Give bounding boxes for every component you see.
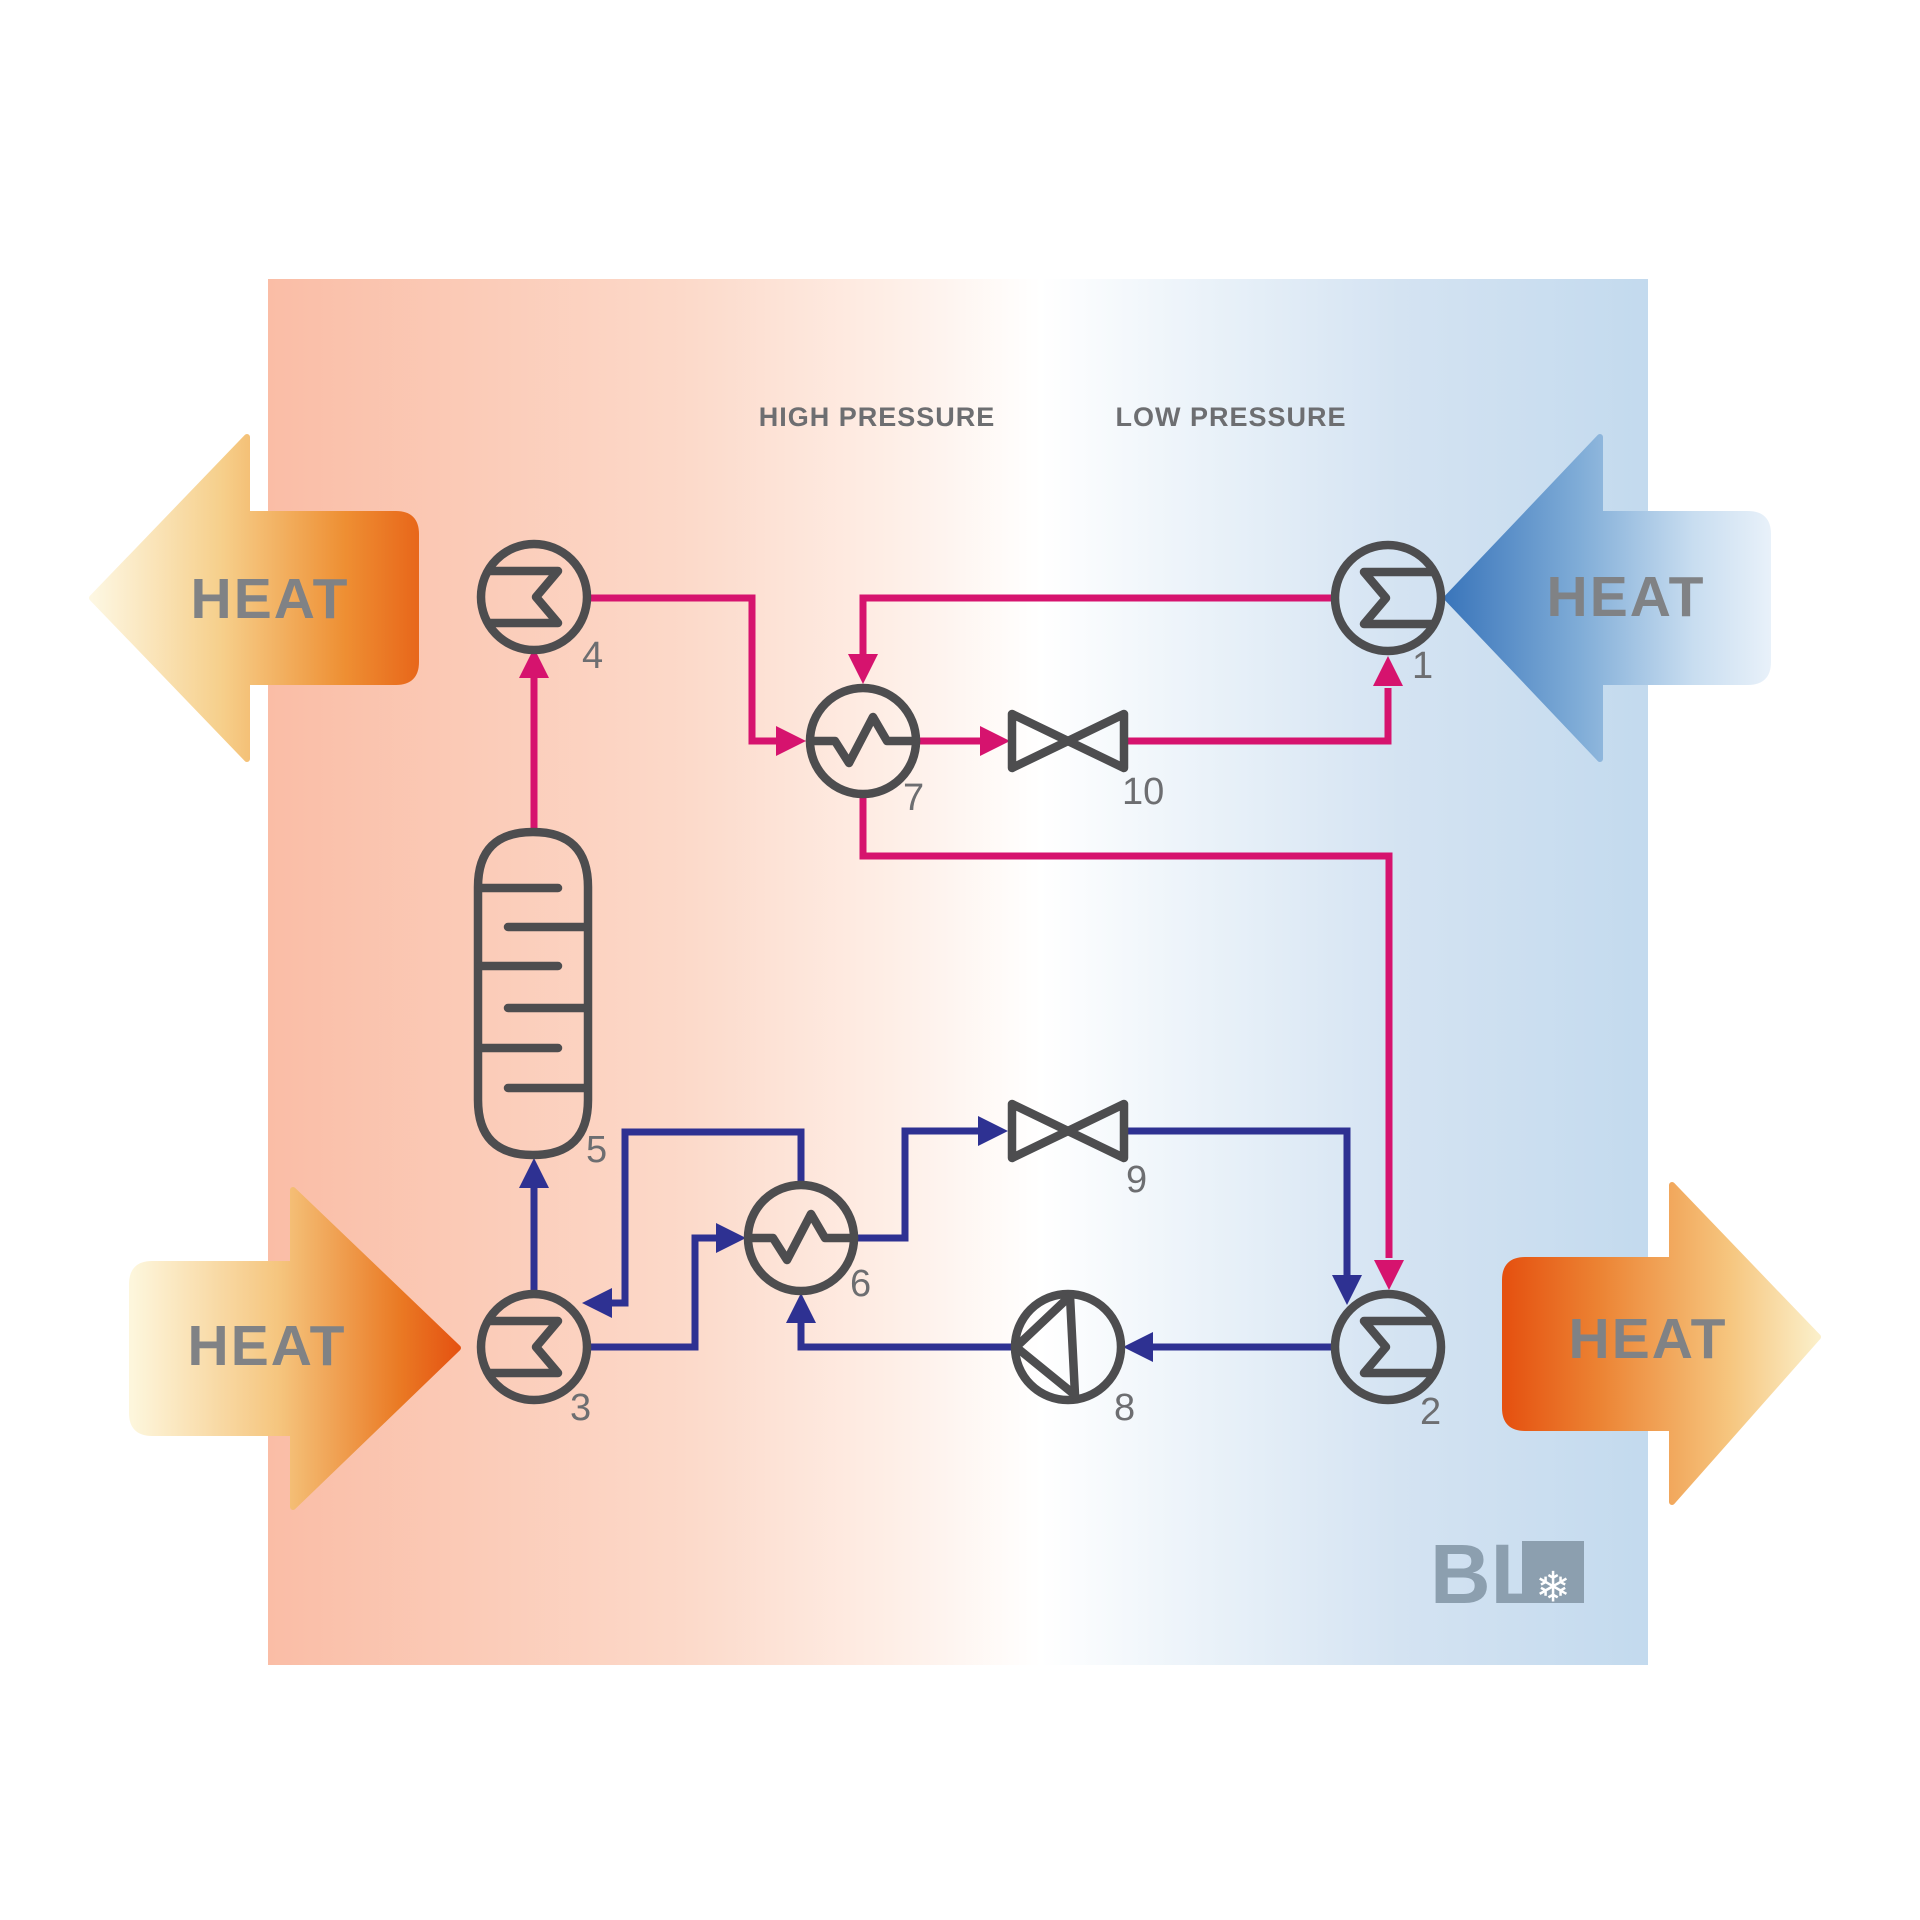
component-number: 8 bbox=[1114, 1387, 1135, 1429]
right-arrow-icon bbox=[129, 1187, 461, 1510]
component-number: 1 bbox=[1412, 645, 1433, 687]
flag-notch-right-circle-icon bbox=[476, 1289, 592, 1405]
right-arrow-icon bbox=[1502, 1182, 1821, 1505]
low-pressure-lines bbox=[519, 1116, 1362, 1362]
tray-column-icon bbox=[473, 827, 593, 1160]
flag-notch-left-circle-icon bbox=[1330, 1289, 1446, 1405]
heat-arrow-bottom-right: HEAT bbox=[1502, 1182, 1821, 1505]
component-3: 3 bbox=[476, 1289, 592, 1429]
component-9: 9 bbox=[1007, 1099, 1147, 1201]
component-6: 6 bbox=[743, 1180, 871, 1305]
left-arrow-icon bbox=[89, 434, 419, 762]
snowflake-icon: ❄ bbox=[1535, 1563, 1570, 1612]
component-10: 10 bbox=[1007, 709, 1164, 813]
component-number: 7 bbox=[903, 777, 924, 819]
component-number: 4 bbox=[582, 635, 603, 677]
component-number: 10 bbox=[1122, 771, 1164, 813]
flag-notch-left-circle-icon bbox=[1330, 540, 1446, 656]
valve-icon bbox=[1007, 1099, 1073, 1163]
heat-arrow-top-left: HEAT bbox=[89, 434, 419, 762]
heat-label: HEAT bbox=[188, 1314, 347, 1378]
high-pressure-label: HIGH PRESSURE bbox=[759, 402, 996, 432]
component-2: 2 bbox=[1330, 1289, 1446, 1433]
component-number: 9 bbox=[1126, 1159, 1147, 1201]
component-number: 2 bbox=[1420, 1391, 1441, 1433]
heat-label: HEAT bbox=[191, 567, 350, 631]
logo-square bbox=[1522, 1541, 1584, 1603]
heat-arrow-bottom-left: HEAT bbox=[129, 1187, 461, 1510]
component-7: 7 bbox=[805, 683, 924, 819]
flag-notch-right-circle-icon bbox=[476, 539, 592, 655]
heat-label: HEAT bbox=[1569, 1307, 1728, 1371]
component-number: 6 bbox=[850, 1263, 871, 1305]
high-pressure-lines bbox=[519, 594, 1404, 1290]
valve-icon bbox=[1007, 709, 1073, 773]
component-5: 5 bbox=[473, 827, 607, 1171]
left-arrow-icon bbox=[1444, 434, 1771, 762]
component-1: 1 bbox=[1330, 540, 1446, 687]
heat-label: HEAT bbox=[1547, 565, 1706, 629]
heat-arrow-top-right: HEAT bbox=[1444, 434, 1771, 762]
brand-logo: BL ❄ bbox=[1430, 1527, 1584, 1621]
component-8: 8 bbox=[1010, 1289, 1135, 1429]
low-pressure-label: LOW PRESSURE bbox=[1115, 402, 1346, 432]
component-number: 5 bbox=[586, 1129, 607, 1171]
component-number: 3 bbox=[570, 1387, 591, 1429]
component-4: 4 bbox=[476, 539, 603, 677]
pressure-gradient-panel bbox=[268, 279, 1648, 1665]
